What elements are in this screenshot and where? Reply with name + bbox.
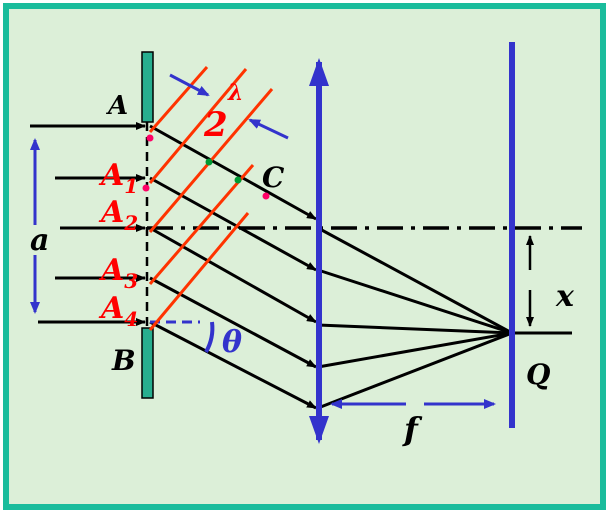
half-wave-plane <box>148 212 250 331</box>
label-Q: Q <box>526 358 550 391</box>
focused-ray <box>317 331 513 410</box>
label-half-lambda-numerator: λ <box>227 80 243 106</box>
slit-plate-bottom <box>141 327 154 399</box>
theta-angle-arc <box>204 321 215 353</box>
label-A: A <box>105 91 128 121</box>
label-A4: A4 <box>98 291 138 331</box>
marker-dot-red <box>146 134 154 142</box>
diffracted-ray <box>149 124 317 221</box>
diffracted-ray <box>149 176 317 272</box>
half-wave-plane <box>148 66 209 133</box>
half-wave-plane <box>148 164 255 285</box>
focused-ray <box>317 226 513 335</box>
marker-dot-green <box>234 176 242 184</box>
label-a: a <box>30 223 49 258</box>
marker-dot-green <box>205 158 213 166</box>
label-A2: A2 <box>98 195 138 235</box>
label-theta: θ <box>222 325 242 360</box>
lens-arrow-bottom <box>309 416 329 444</box>
half-wave-plane <box>148 68 248 184</box>
focused-ray <box>317 323 513 335</box>
half-lambda-arrow-left <box>169 73 210 97</box>
marker-dot-red <box>262 192 270 200</box>
diffracted-ray <box>149 226 317 324</box>
focused-ray <box>317 331 513 369</box>
diffracted-ray <box>149 276 317 369</box>
focused-ray <box>317 268 513 335</box>
label-x: x <box>555 279 575 314</box>
diffracted-ray <box>149 320 317 410</box>
label-f: f <box>402 410 423 448</box>
label-A1: A1 <box>98 158 138 198</box>
slit-plate-top <box>141 51 154 123</box>
diagram-background <box>3 3 606 510</box>
half-lambda-arrow-right <box>248 118 289 140</box>
label-half-lambda-two: 2 <box>203 105 228 145</box>
label-B: B <box>111 344 136 377</box>
marker-dot-red <box>142 184 150 192</box>
lens-arrow-top <box>309 58 329 86</box>
label-C: C <box>262 161 285 194</box>
label-A3: A3 <box>98 253 138 293</box>
